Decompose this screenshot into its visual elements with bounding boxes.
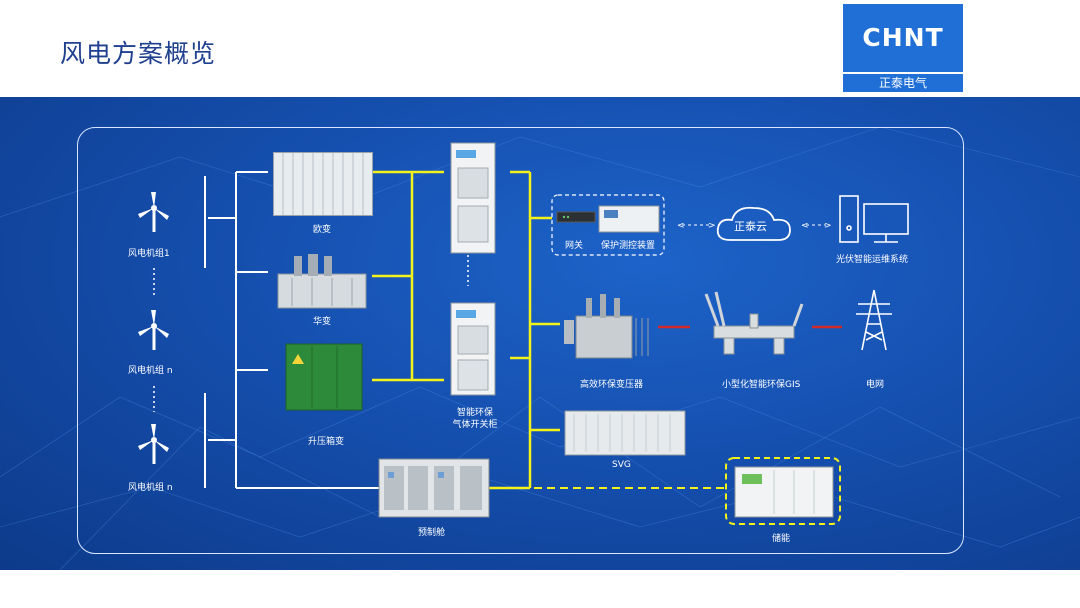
hua-bian-label: 华变 — [312, 317, 331, 327]
switchgear-cabinet-top-image — [450, 142, 496, 254]
transformer-label: 高效环保变压器 — [580, 380, 644, 390]
turbine-2-label: 风电机组 n — [128, 366, 173, 376]
switchgear-cabinet-bottom-image — [450, 302, 496, 396]
diagram-frame — [77, 127, 964, 554]
svg-text:>: > — [824, 221, 832, 231]
box-substation-image — [285, 343, 363, 411]
prefab-label: 预制舱 — [418, 528, 446, 538]
wind-turbine-icon — [138, 192, 169, 232]
logo-sub: 正泰电气 — [843, 72, 963, 92]
turbine-1-label: 风电机组1 — [128, 249, 170, 259]
svg-label: SVG — [612, 460, 631, 470]
svg-text:>: > — [708, 221, 716, 231]
chinese-substation-image — [277, 254, 367, 309]
protection-label: 保护测控装置 — [601, 241, 656, 251]
svg-text:<: < — [801, 221, 809, 231]
gis-equipment-image — [704, 291, 804, 355]
wind-turbine-icon — [138, 310, 169, 350]
ou-bian-label: 欧变 — [312, 225, 331, 235]
network-background — [0, 126, 1080, 570]
gis-label: 小型化智能环保GIS — [722, 380, 801, 390]
prefab-cabin-image — [378, 458, 490, 518]
page-title: 风电方案概览 — [60, 39, 217, 68]
transmission-tower-icon — [856, 289, 892, 351]
pv-system-label: 光伏智能运维系统 — [836, 255, 909, 265]
storage-label: 储能 — [772, 534, 791, 544]
turbine-3-label: 风电机组 n — [128, 483, 173, 493]
svg-container-image — [564, 410, 686, 456]
grid-label: 电网 — [866, 380, 885, 390]
power-transformer-image — [564, 294, 649, 359]
protection-device-image — [598, 205, 660, 233]
cloud-label: 正泰云 — [734, 220, 767, 233]
switchgear-label: 智能环保 气体开关柜 — [452, 408, 498, 430]
cloud-icon — [716, 206, 791, 241]
computer-icon — [839, 195, 909, 243]
logo-brand: CHNT — [843, 4, 963, 72]
energy-storage-image — [734, 466, 834, 518]
chnt-logo: CHNT 正泰电气 — [843, 4, 963, 92]
european-substation-image — [273, 152, 373, 216]
box-substation-label: 升压箱变 — [307, 437, 344, 447]
diagram-panel — [0, 97, 1080, 570]
wind-turbine-icon — [138, 424, 169, 464]
svg-text:<: < — [677, 221, 685, 231]
gateway-label: 网关 — [565, 241, 584, 251]
gateway-device-image — [556, 211, 596, 223]
